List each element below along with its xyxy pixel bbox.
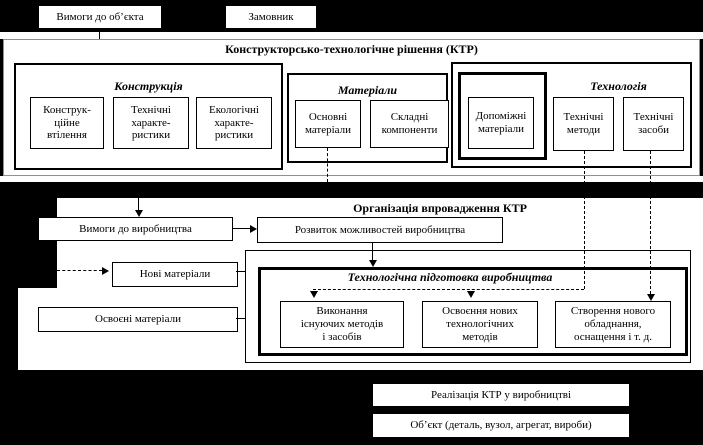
new-tech-methods-label: Освоєння нових технологічних методів bbox=[442, 305, 518, 343]
techprep-frame bbox=[258, 267, 688, 356]
dashed-drop-technical-methods bbox=[584, 151, 585, 289]
organization-title: Організація впровадження КТР bbox=[180, 201, 700, 216]
dashed-drop-main-materials bbox=[327, 148, 328, 182]
customer-box: Замовник bbox=[225, 5, 317, 29]
auxiliary-materials-emphasis-frame bbox=[458, 72, 547, 160]
gap-strip-top bbox=[0, 32, 703, 39]
requirements-to-object-box: Вимоги до об’єкта bbox=[38, 5, 162, 29]
auxiliary-materials-label: Допоміжні матеріали bbox=[475, 110, 527, 135]
design-implementation-label: Конструк- ційне втілення bbox=[43, 103, 91, 142]
black-notch bbox=[0, 198, 57, 288]
requirements-to-object-label: Вимоги до об’єкта bbox=[56, 10, 144, 23]
production-capabilities-box: Розвиток можливостей виробництва bbox=[257, 217, 503, 243]
mastered-materials-label: Освоєні матеріали bbox=[95, 313, 181, 326]
main-materials-box: Основні матеріали bbox=[295, 100, 361, 148]
arrow-line-requirements-to-development bbox=[232, 228, 250, 229]
dashed-drop-technical-means bbox=[650, 151, 651, 294]
arrow-line-development-to-techprep bbox=[372, 242, 373, 261]
technology-frame bbox=[451, 62, 692, 168]
construction-title: Конструкція bbox=[14, 79, 283, 94]
ktr-implementation-box: Реалізація КТР у виробництві bbox=[372, 383, 630, 407]
dashed-external-input-line bbox=[57, 270, 102, 271]
auxiliary-materials-box: Допоміжні матеріали bbox=[468, 97, 534, 149]
production-capabilities-label: Розвиток можливостей виробництва bbox=[294, 223, 466, 236]
dashed-distribution-line bbox=[313, 289, 584, 290]
gap-strip-mid bbox=[0, 176, 703, 182]
technical-characteristics-label: Технічні характе- ристики bbox=[131, 103, 171, 142]
ktr-implementation-label: Реалізація КТР у виробництві bbox=[430, 388, 572, 401]
technical-methods-box: Технічні методи bbox=[553, 97, 614, 151]
new-equipment-box: Створення нового обладнання, оснащення і… bbox=[555, 301, 671, 348]
main-materials-label: Основні матеріали bbox=[304, 111, 352, 136]
complex-components-label: Складні компоненти bbox=[381, 111, 438, 136]
connector-mastered-materials bbox=[236, 318, 246, 319]
materials-title-text: Матеріали bbox=[337, 83, 398, 97]
object-box: Об’єкт (деталь, вузол, агрегат, вироби) bbox=[372, 413, 630, 438]
arrowhead-into-new-equipment bbox=[647, 294, 655, 301]
ecological-characteristics-label: Екологічні характе- ристики bbox=[209, 103, 259, 142]
mastered-materials-box: Освоєні матеріали bbox=[38, 307, 238, 332]
complex-components-box: Складні компоненти bbox=[370, 100, 449, 148]
existing-methods-box: Виконання існуючих методів і засобів bbox=[280, 301, 404, 348]
techprep-title-text: Технологічна підготовка виробництва bbox=[347, 270, 553, 284]
organization-title-text: Організація впровадження КТР bbox=[353, 201, 527, 215]
arrowhead-into-new-tech-methods bbox=[467, 291, 475, 298]
materials-title: Матеріали bbox=[287, 83, 448, 98]
construction-frame bbox=[14, 63, 283, 170]
technical-methods-label: Технічні методи bbox=[563, 111, 604, 136]
construction-title-text: Конструкція bbox=[114, 79, 183, 93]
arrowhead-into-existing-methods bbox=[310, 291, 318, 298]
new-equipment-label: Створення нового обладнання, оснащення і… bbox=[570, 305, 656, 343]
design-implementation-box: Конструк- ційне втілення bbox=[30, 97, 104, 149]
technical-means-box: Технічні засоби bbox=[623, 97, 684, 151]
arrowhead-into-development bbox=[250, 225, 257, 233]
technical-means-label: Технічні засоби bbox=[633, 111, 674, 136]
object-label: Об’єкт (деталь, вузол, агрегат, вироби) bbox=[410, 419, 592, 432]
connector-new-materials bbox=[236, 271, 246, 272]
new-materials-label: Нові матеріали bbox=[139, 268, 211, 281]
connector-requirements-to-ktr bbox=[99, 32, 100, 39]
new-tech-methods-box: Освоєння нових технологічних методів bbox=[422, 301, 538, 348]
ktr-title-text: Конструкторсько-технологічне рішення (КТ… bbox=[225, 42, 478, 56]
technical-characteristics-box: Технічні характе- ристики bbox=[113, 97, 189, 149]
ecological-characteristics-box: Екологічні характе- ристики bbox=[196, 97, 272, 149]
arrowhead-into-production-requirements bbox=[135, 210, 143, 217]
ktr-title: Конструкторсько-технологічне рішення (КТ… bbox=[3, 42, 700, 57]
techprep-title: Технологічна підготовка виробництва bbox=[280, 270, 620, 285]
production-requirements-box: Вимоги до виробництва bbox=[38, 217, 233, 241]
production-requirements-label: Вимоги до виробництва bbox=[79, 222, 192, 235]
customer-label: Замовник bbox=[248, 10, 294, 23]
technology-title-text: Технологія bbox=[590, 79, 647, 93]
technology-title: Технологія bbox=[545, 79, 692, 94]
new-materials-box: Нові матеріали bbox=[112, 262, 238, 287]
arrowhead-into-techprep bbox=[369, 260, 377, 267]
arrow-line-into-production-requirements bbox=[138, 188, 139, 210]
techprep-outer-frame bbox=[245, 250, 691, 363]
arrowhead-into-new-materials bbox=[102, 267, 109, 275]
existing-methods-label: Виконання існуючих методів і засобів bbox=[300, 305, 384, 343]
